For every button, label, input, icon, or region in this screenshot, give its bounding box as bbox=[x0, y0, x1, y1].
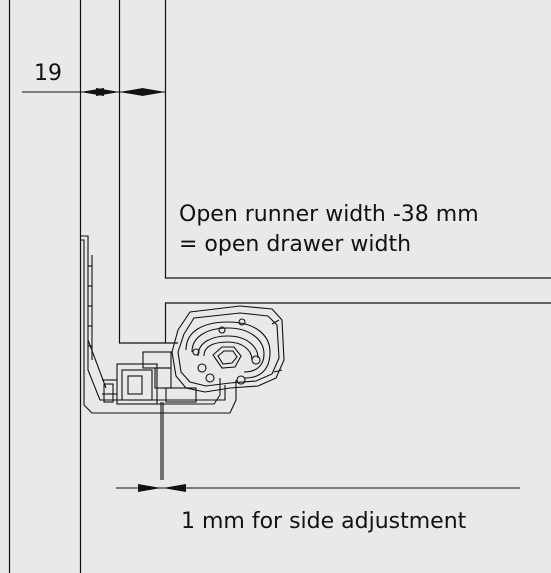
runner-mechanism bbox=[102, 351, 221, 480]
runner-width-label-line1: Open runner width -38 mm bbox=[179, 202, 479, 227]
dimension-19-label: 19 bbox=[34, 61, 62, 86]
side-adjustment-label: 1 mm for side adjustment bbox=[181, 509, 467, 534]
drawer-wall-outline bbox=[118, 0, 551, 344]
runner-width-label-line2: = open drawer width bbox=[179, 232, 411, 257]
dimension-side-adjustment bbox=[116, 484, 520, 492]
runner-profile bbox=[171, 305, 285, 393]
dimension-19 bbox=[22, 88, 166, 96]
cabinet-side-panel bbox=[8, 0, 82, 573]
